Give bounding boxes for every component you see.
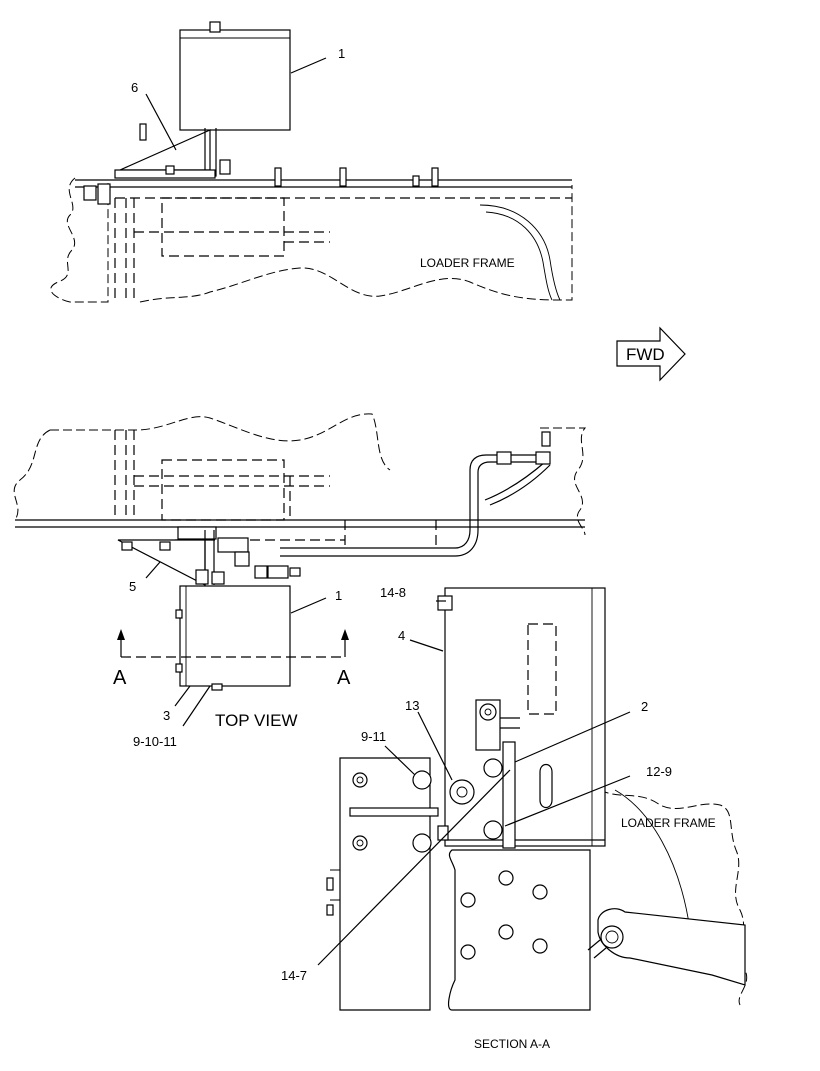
section-view: [317, 587, 748, 1011]
section-a-a-caption: SECTION A-A: [474, 1037, 550, 1051]
top-view-caption: TOP VIEW: [215, 711, 298, 730]
battery-box-section: [444, 587, 606, 847]
label-9-10-11: 9-10-11: [133, 734, 177, 749]
label-4: 4: [398, 628, 405, 643]
mounting-bracket-side: [119, 129, 211, 171]
loader-frame-outline-section: [599, 789, 748, 1006]
label-14-7: 14-7: [281, 968, 307, 983]
fwd-arrow: [616, 326, 686, 382]
label-9-11: 9-11: [361, 729, 386, 744]
loader-frame-label-top: LOADER FRAME: [420, 256, 515, 270]
label-13: 13: [405, 698, 419, 713]
label-6: 6: [131, 80, 138, 95]
label-14-8: 14-8: [380, 585, 406, 600]
section-a-right: A: [337, 667, 351, 689]
section-a-left: A: [113, 667, 127, 689]
side-view: [50, 21, 573, 303]
label-2: 2: [641, 699, 648, 714]
label-12-9: 12-9: [646, 764, 672, 779]
label-1-top: 1: [338, 46, 345, 61]
loader-frame-outline-mid: [13, 413, 587, 536]
fwd-label: FWD: [626, 345, 665, 364]
label-5: 5: [129, 579, 136, 594]
loader-frame-label-section: LOADER FRAME: [621, 816, 716, 830]
loader-frame-outline-top: [50, 177, 573, 303]
battery-box-side: [179, 29, 291, 131]
battery-box-top: [179, 585, 291, 687]
top-view: [13, 413, 587, 727]
label-1-mid: 1: [335, 588, 342, 603]
label-3: 3: [163, 708, 170, 723]
